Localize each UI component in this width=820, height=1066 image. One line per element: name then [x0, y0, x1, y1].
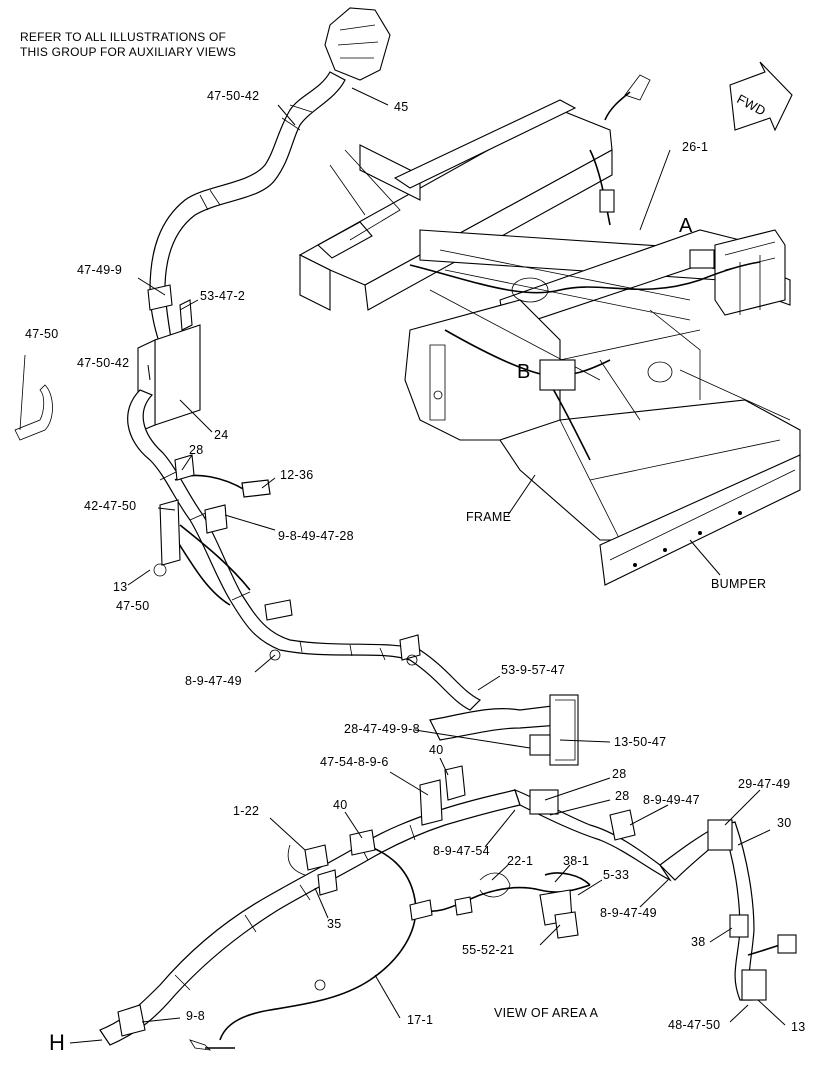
callout-label: 28 — [615, 789, 630, 803]
callout-label: 47-50 — [116, 599, 150, 613]
view-caption: VIEW OF AREA A — [494, 1006, 599, 1020]
callout-label: 55-52-21 — [462, 943, 515, 957]
callout-label: 35 — [327, 917, 342, 931]
frame-drawing — [298, 74, 801, 586]
leader-lines — [69, 87, 786, 1044]
callout-label: BUMPER — [711, 577, 767, 591]
callout-label: 26-1 — [682, 140, 709, 154]
area-marker-a: A — [679, 215, 693, 237]
callout-label: 13 — [791, 1020, 806, 1034]
callout-label: 53-9-57-47 — [501, 663, 566, 677]
upper-harness — [14, 7, 482, 711]
callout-label: 22-1 — [507, 854, 534, 868]
callout-label: 45 — [394, 100, 409, 114]
callout-label: 47-50-42 — [77, 356, 130, 370]
callout-label: 9-8 — [186, 1009, 205, 1023]
fwd-arrow — [729, 61, 793, 132]
callout-label: 48-47-50 — [668, 1018, 721, 1032]
callout-label: 13 — [113, 580, 128, 594]
callout-label: 29-47-49 — [738, 777, 791, 791]
callout-label: 47-50-42 — [207, 89, 260, 103]
callout-label: 24 — [214, 428, 229, 442]
callout-label: 40 — [429, 743, 444, 757]
callout-label: FRAME — [466, 510, 512, 524]
auxiliary-views-note: REFER TO ALL ILLUSTRATIONS OF THIS GROUP… — [20, 30, 236, 60]
callout-label: 5-33 — [603, 868, 630, 882]
callout-label: 8-9-49-47 — [643, 793, 700, 807]
callout-label: 13-50-47 — [614, 735, 667, 749]
callout-label: 53-47-2 — [200, 289, 246, 303]
note-line-1: REFER TO ALL ILLUSTRATIONS OF — [20, 30, 227, 44]
callout-label: 8-9-47-49 — [185, 674, 242, 688]
callout-label: 47-54-8-9-6 — [320, 755, 389, 769]
callout-label: 28-47-49-9-8 — [344, 722, 420, 736]
callout-label: 42-47-50 — [84, 499, 137, 513]
callout-label: 47-49-9 — [77, 263, 123, 277]
callout-label: 40 — [333, 798, 348, 812]
callout-label: 12-36 — [280, 468, 314, 482]
area-marker-b: B — [517, 361, 531, 383]
area-marker-h: H — [49, 1030, 66, 1055]
callout-label: 1-22 — [233, 804, 260, 818]
callout-label: 38-1 — [563, 854, 590, 868]
callout-label: 8-9-47-49 — [600, 906, 657, 920]
callout-label: 9-8-49-47-28 — [278, 529, 354, 543]
note-line-2: THIS GROUP FOR AUXILIARY VIEWS — [20, 45, 237, 59]
lower-harness — [99, 694, 797, 1051]
callout-label: 38 — [691, 935, 706, 949]
callout-label: 28 — [612, 767, 627, 781]
callout-label: 47-50 — [25, 327, 59, 341]
callout-label: 28 — [189, 443, 204, 457]
callout-label: 17-1 — [407, 1013, 434, 1027]
callout-label: 30 — [777, 816, 792, 830]
callout-label: 8-9-47-54 — [433, 844, 490, 858]
